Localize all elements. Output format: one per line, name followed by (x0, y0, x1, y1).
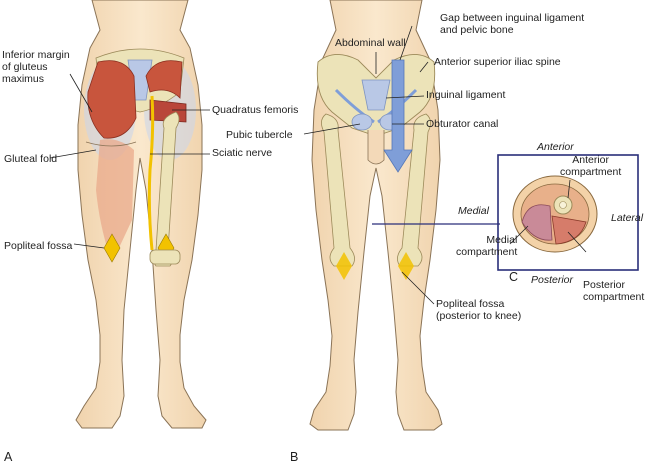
gluteus-maximus-left (87, 60, 137, 139)
label-medial: Medial (458, 205, 489, 217)
sciatic-nerve (147, 95, 155, 251)
gluteal-fold-line (85, 141, 137, 147)
label-inferior-margin-gluteus: Inferior margin of gluteus maximus (2, 49, 70, 85)
label-anterior-compartment: Anterior compartment (560, 154, 622, 178)
label-pubic-tubercle: Pubic tubercle (226, 129, 293, 141)
label-abdominal-wall: Abdominal wall (335, 37, 406, 49)
femur-a (152, 111, 180, 267)
label-popliteal-fossa-a: Popliteal fossa (4, 240, 73, 252)
cross-section-figure (497, 154, 639, 271)
popliteal-fossa-b-right (398, 252, 414, 280)
label-posterior: Posterior (531, 274, 574, 286)
label-lateral: Lateral (611, 212, 644, 224)
femur-marrow (559, 201, 567, 209)
obturator-ring-left (351, 113, 373, 131)
posterior-compartment-region (551, 215, 587, 245)
label-anterior-superior-iliac-spine: Anterior superior iliac spine (434, 56, 561, 68)
label-obturator-canal: Obturator canal (426, 118, 499, 130)
label-medial-compartment: Medial compartment (456, 234, 518, 258)
label-anterior: Anterior (537, 141, 574, 153)
gluteus-maximus-right (145, 60, 183, 99)
popliteal-fossa-b-left (336, 252, 352, 280)
genital-outline (367, 130, 385, 165)
label-quadratus-femoris: Quadratus femoris (212, 104, 299, 116)
sacrum-b (361, 79, 391, 111)
gap-arrow (383, 59, 413, 173)
anterior-view-figure (309, 0, 443, 431)
label-gluteal-fold: Gluteal fold (4, 153, 58, 165)
popliteal-fossa-left (103, 233, 121, 263)
medial-compartment-region (521, 204, 553, 241)
leader-lines (49, 25, 587, 305)
knee-bone-a (149, 249, 181, 265)
label-posterior-compartment: Posterior compartment (583, 279, 645, 303)
hamstring-muscle (96, 139, 134, 262)
panel-b-label: B (290, 450, 299, 464)
label-inguinal-ligament: Inguinal ligament (426, 89, 506, 101)
label-gap-inguinal-pelvic: Gap between inguinal ligament and pelvic… (440, 12, 585, 36)
label-popliteal-fossa-b: Popliteal fossa (posterior to knee) (436, 298, 522, 322)
label-sciatic-nerve: Sciatic nerve (212, 147, 273, 159)
posterior-view-figure (75, 0, 207, 429)
panel-a-label: A (4, 450, 13, 464)
panel-c-label: C (509, 270, 519, 284)
